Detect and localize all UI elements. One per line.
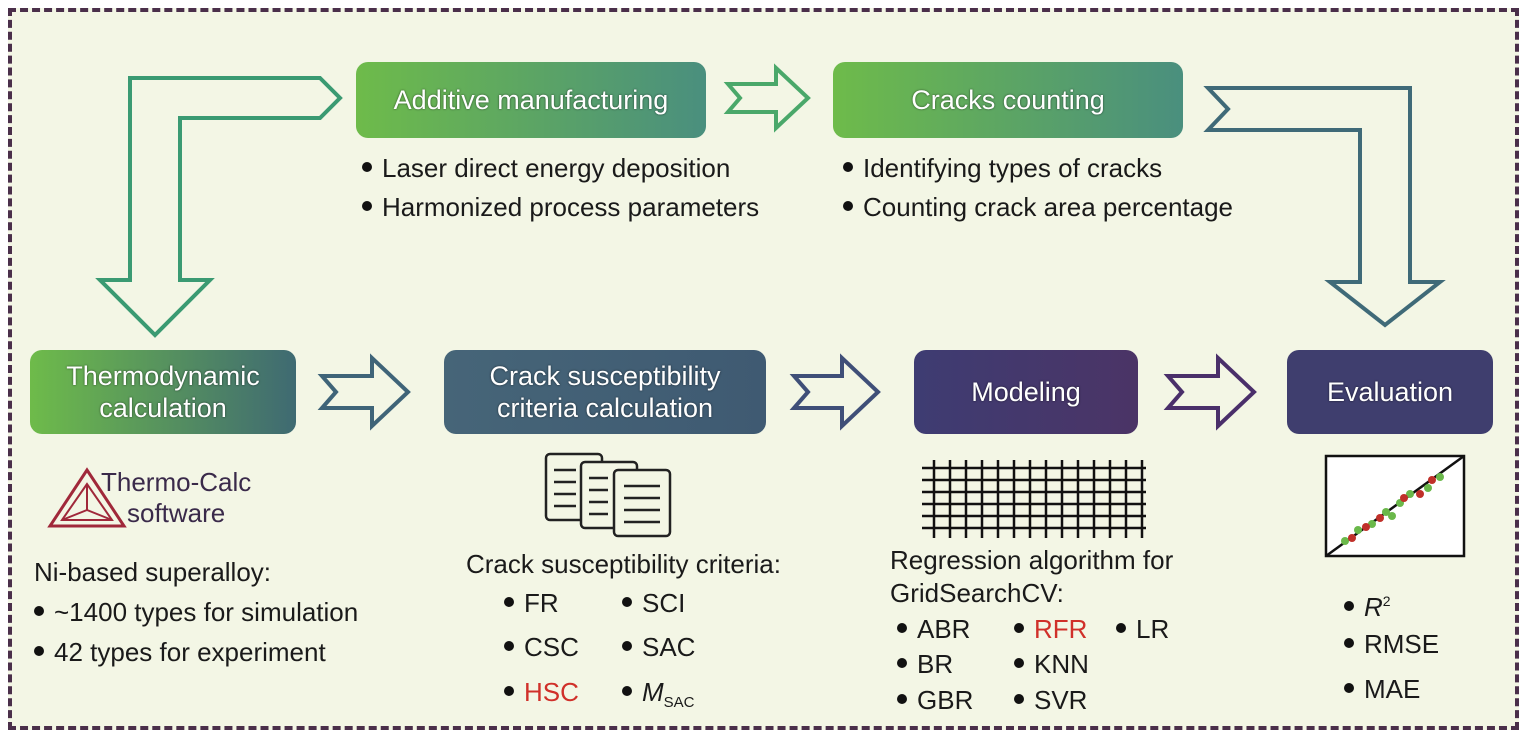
bullet-item: Identifying types of cracks [843, 153, 1162, 183]
arrow-thermo-to-criteria [317, 353, 411, 431]
cracks-counting-box: Cracks counting [833, 62, 1183, 138]
bullet-item: SAC [622, 632, 695, 662]
bullet-item: SCI [622, 588, 685, 618]
bullet-item: MAE [1344, 674, 1420, 704]
bullet-item: GBR [897, 685, 973, 715]
bullet-item: R2 [1344, 586, 1391, 622]
bullet-item: ABR [897, 614, 970, 644]
bullet-item: MSAC [622, 677, 695, 718]
bullet-item: KNN [1014, 649, 1089, 679]
regression-heading-line2: GridSearchCV: [890, 578, 1064, 608]
arrow-modeling-to-evaluation [1163, 353, 1257, 431]
bullet-item: BR [897, 649, 953, 679]
thermodynamic-calculation-box: Thermodynamic calculation [30, 350, 296, 434]
regression-heading-line1: Regression algorithm for [890, 545, 1174, 575]
crack-criteria-label-line2: criteria calculation [496, 393, 714, 423]
bullet-item: RFR [1014, 614, 1087, 644]
bullet-item: HSC [504, 677, 579, 707]
bullet-item: FR [504, 588, 559, 618]
arrow-criteria-to-modeling [789, 353, 881, 431]
additive-manufacturing-label: Additive manufacturing [393, 85, 669, 115]
crack-criteria-box: Crack susceptibility criteria calculatio… [444, 350, 766, 434]
thermodynamic-label-line2: calculation [99, 393, 227, 423]
bullet-item: CSC [504, 632, 579, 662]
bent-arrow-right [1203, 86, 1446, 328]
bullet-item: Laser direct energy deposition [362, 153, 730, 183]
bullet-item: Counting crack area percentage [843, 192, 1233, 222]
modeling-label: Modeling [971, 377, 1081, 407]
bullet-item: RMSE [1344, 629, 1439, 659]
thermodynamic-label-line1: Thermodynamic [66, 361, 260, 391]
arrow-additive-to-cracks [723, 63, 811, 133]
superalloy-heading: Ni-based superalloy: [34, 557, 272, 587]
thermocalc-text-line2: software [127, 498, 226, 528]
modeling-box: Modeling [914, 350, 1138, 434]
bullet-item: ~1400 types for simulation [34, 597, 358, 627]
cracks-counting-label: Cracks counting [911, 85, 1105, 115]
bullet-item: Harmonized process parameters [362, 192, 759, 222]
bullet-item: SVR [1014, 685, 1087, 715]
evaluation-label: Evaluation [1326, 377, 1454, 407]
thermocalc-text-line1: Thermo-Calc [101, 467, 252, 497]
criteria-heading: Crack susceptibility criteria: [466, 549, 781, 579]
bent-arrow-left [95, 76, 343, 338]
bullet-item: LR [1116, 614, 1169, 644]
bullet-item: 42 types for experiment [34, 637, 326, 667]
crack-criteria-label-line1: Crack susceptibility [489, 361, 721, 391]
evaluation-box: Evaluation [1287, 350, 1493, 434]
additive-manufacturing-box: Additive manufacturing [356, 62, 706, 138]
